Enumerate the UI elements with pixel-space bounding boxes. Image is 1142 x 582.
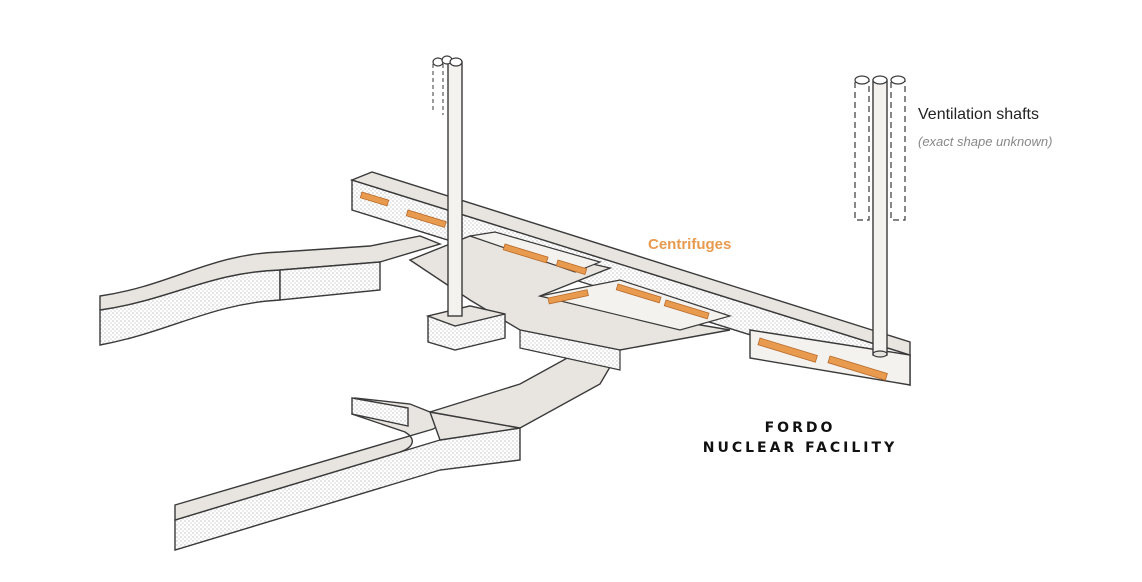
lower-access-tunnel (174, 339, 621, 551)
upper-access-tunnel (99, 235, 443, 346)
centrifuges-label: Centrifuges (648, 236, 732, 253)
main-hall (349, 171, 911, 386)
facility-name-line2: NUCLEAR FACILITY (702, 440, 898, 456)
ventilation-shafts-label: Ventilation shafts (918, 106, 1039, 123)
ventilation-shaft-left (432, 55, 463, 317)
ventilation-shafts-right (854, 75, 906, 358)
ventilation-shafts-note: (exact shape unknown) (918, 134, 1053, 149)
centrifuge-cascades (359, 191, 888, 381)
facility-name-line1: FORDO (764, 420, 836, 436)
